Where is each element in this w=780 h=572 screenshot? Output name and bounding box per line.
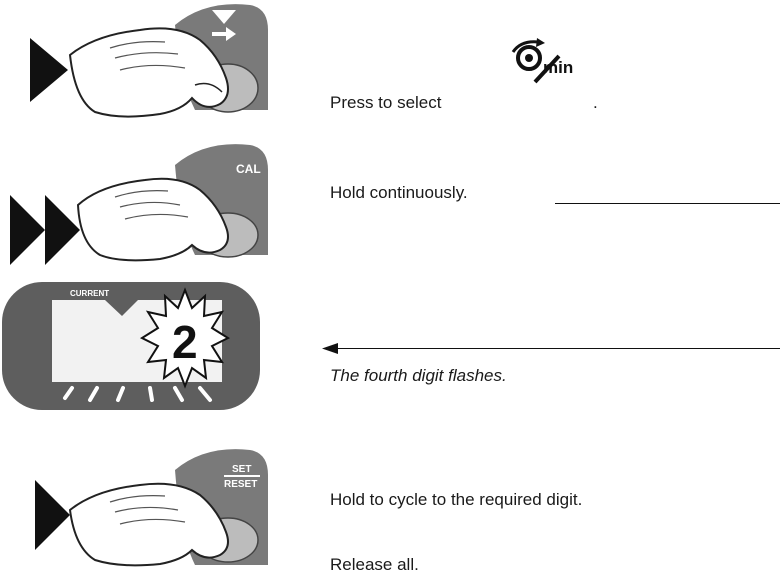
reset-button-label: RESET [224, 479, 257, 490]
double-press-indicator-icon-2 [45, 195, 80, 265]
hold-set-reset-button-illustration: SET RESET [35, 449, 268, 567]
step-3-text: The fourth digit flashes. [330, 366, 507, 385]
single-press-indicator-icon [30, 38, 68, 102]
step-4-text: Hold to cycle to the required digit. [330, 490, 583, 509]
step-2-text: Hold continuously. [330, 183, 468, 202]
single-press-indicator-icon-2 [35, 480, 70, 550]
rotation-per-minute-unit: min [505, 38, 595, 88]
hold-cal-button-illustration: CAL [10, 144, 268, 265]
step-1-trailing: . [593, 93, 598, 112]
cal-button-label: CAL [236, 162, 261, 176]
double-press-indicator-icon-1 [10, 195, 45, 265]
step-2-leader-line [555, 203, 780, 204]
unit-suffix: min [543, 58, 574, 77]
press-down-button-illustration [30, 4, 268, 118]
pointer-arrow-head-icon [322, 343, 338, 354]
meter-display-illustration: CURRENT 2 [2, 282, 260, 410]
segment-ticks [63, 386, 212, 402]
set-button-label: SET [232, 464, 251, 475]
display-mode-label: CURRENT [70, 289, 109, 298]
down-arrow-right-arrow-icon [212, 10, 236, 41]
step-5-text: Release all. [330, 555, 419, 572]
rotation-icon [511, 38, 561, 84]
pointer-arrow-line [334, 348, 780, 349]
flashing-digit: 2 [172, 316, 198, 368]
flashing-digit-burst [139, 287, 231, 389]
step-1-text: Press to select [330, 93, 442, 112]
